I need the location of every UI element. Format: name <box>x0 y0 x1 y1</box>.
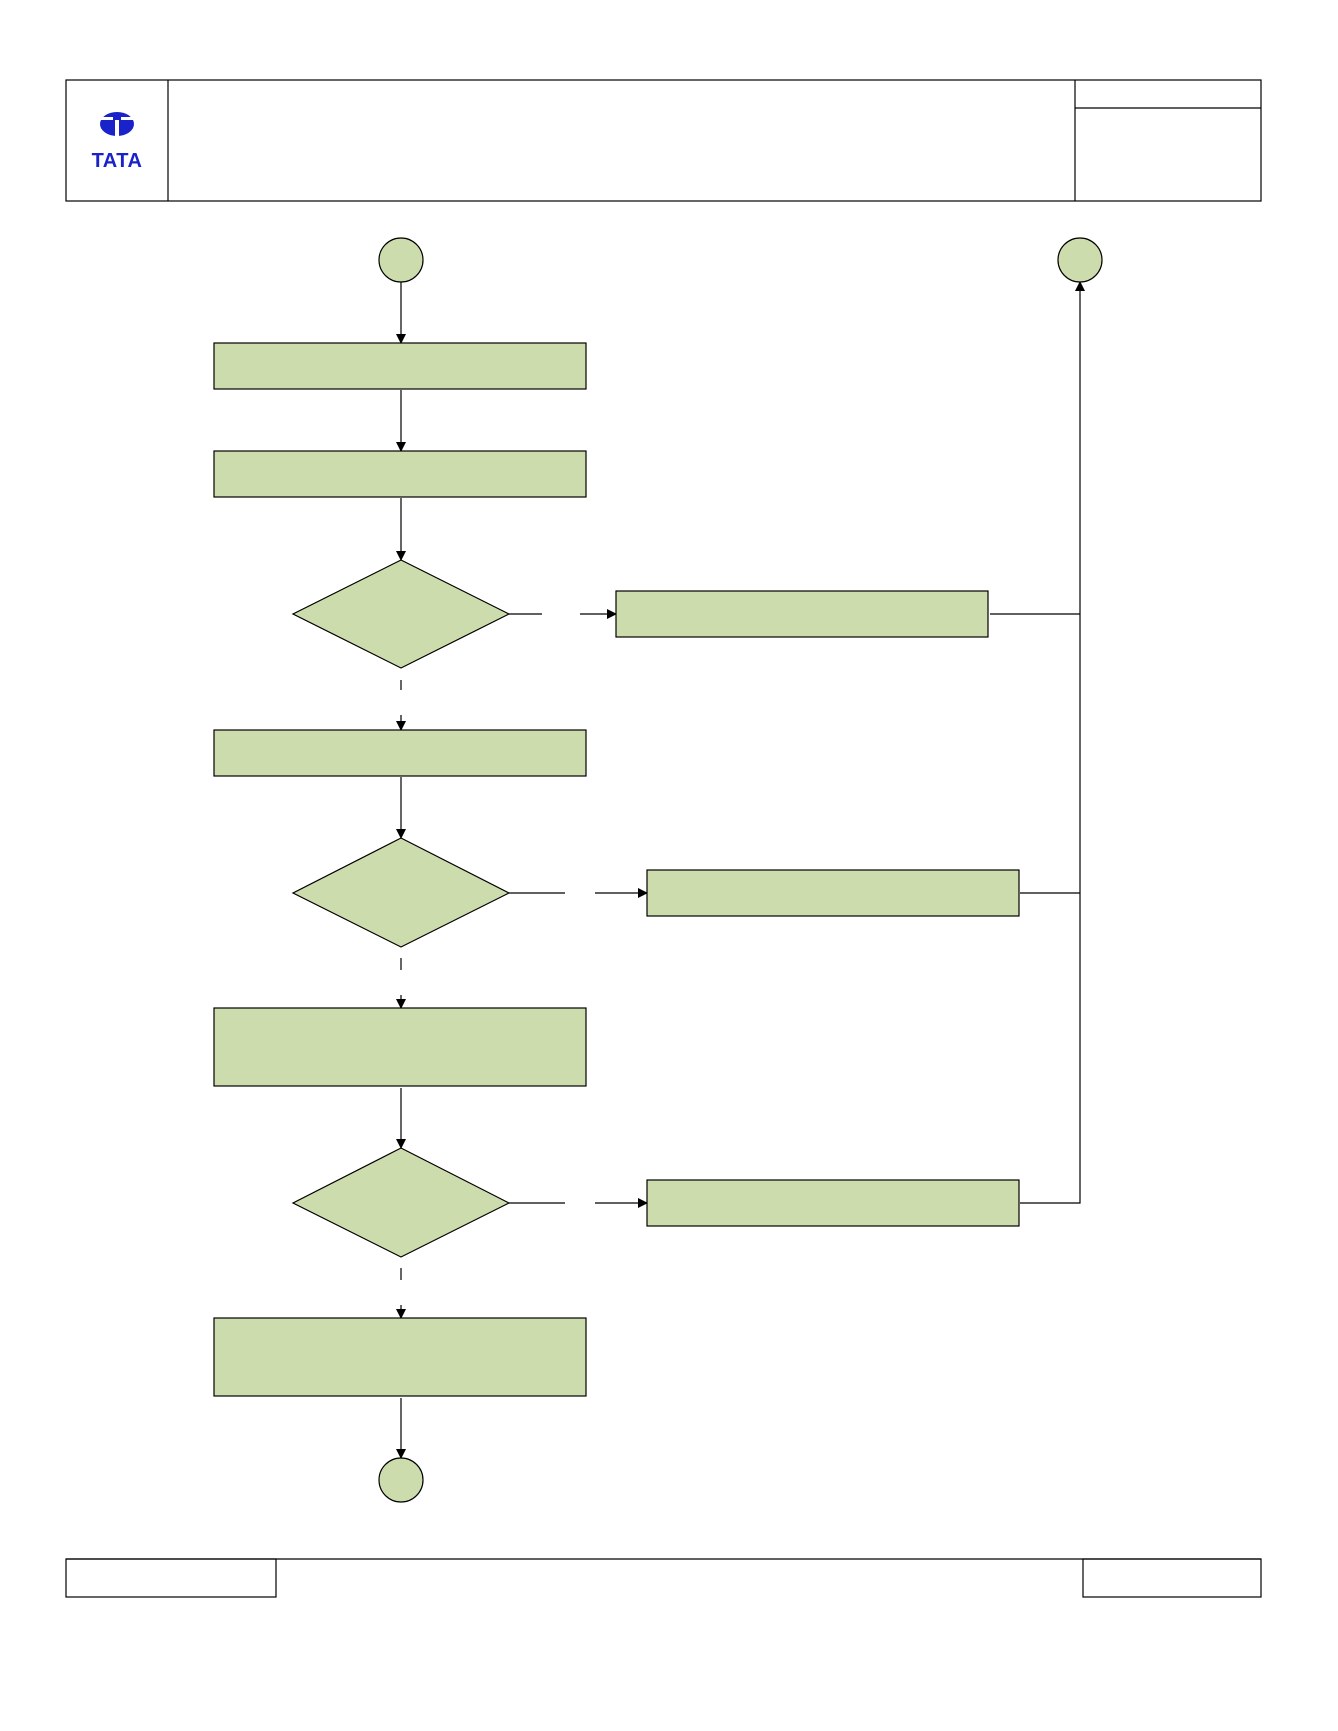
decision-1 <box>291 559 511 669</box>
process-5 <box>213 1317 587 1397</box>
connector-lines <box>396 281 1085 1459</box>
arrow-return-to-exit <box>1020 281 1085 1204</box>
footer-frame <box>65 1558 1262 1598</box>
header-frame <box>65 79 1262 202</box>
end-connector <box>378 1457 424 1503</box>
exit-connector <box>1057 237 1103 283</box>
process-3 <box>213 729 587 777</box>
logo-wordmark: TATA <box>92 150 143 172</box>
process-1 <box>213 342 587 390</box>
process-2 <box>213 450 587 498</box>
side-process-2 <box>646 869 1020 917</box>
footer-box-left <box>65 1558 277 1598</box>
decision-2 <box>291 837 511 948</box>
start-connector <box>378 237 424 283</box>
process-4 <box>213 1007 587 1087</box>
footer-box-right <box>1082 1558 1262 1598</box>
header-border <box>65 79 1262 202</box>
side-process-1 <box>615 590 989 638</box>
tata-emblem-icon <box>100 112 134 136</box>
tata-logo: TATA <box>92 112 143 172</box>
decision-3 <box>291 1147 511 1258</box>
side-process-3 <box>646 1179 1020 1227</box>
flow-shapes <box>213 237 1103 1503</box>
